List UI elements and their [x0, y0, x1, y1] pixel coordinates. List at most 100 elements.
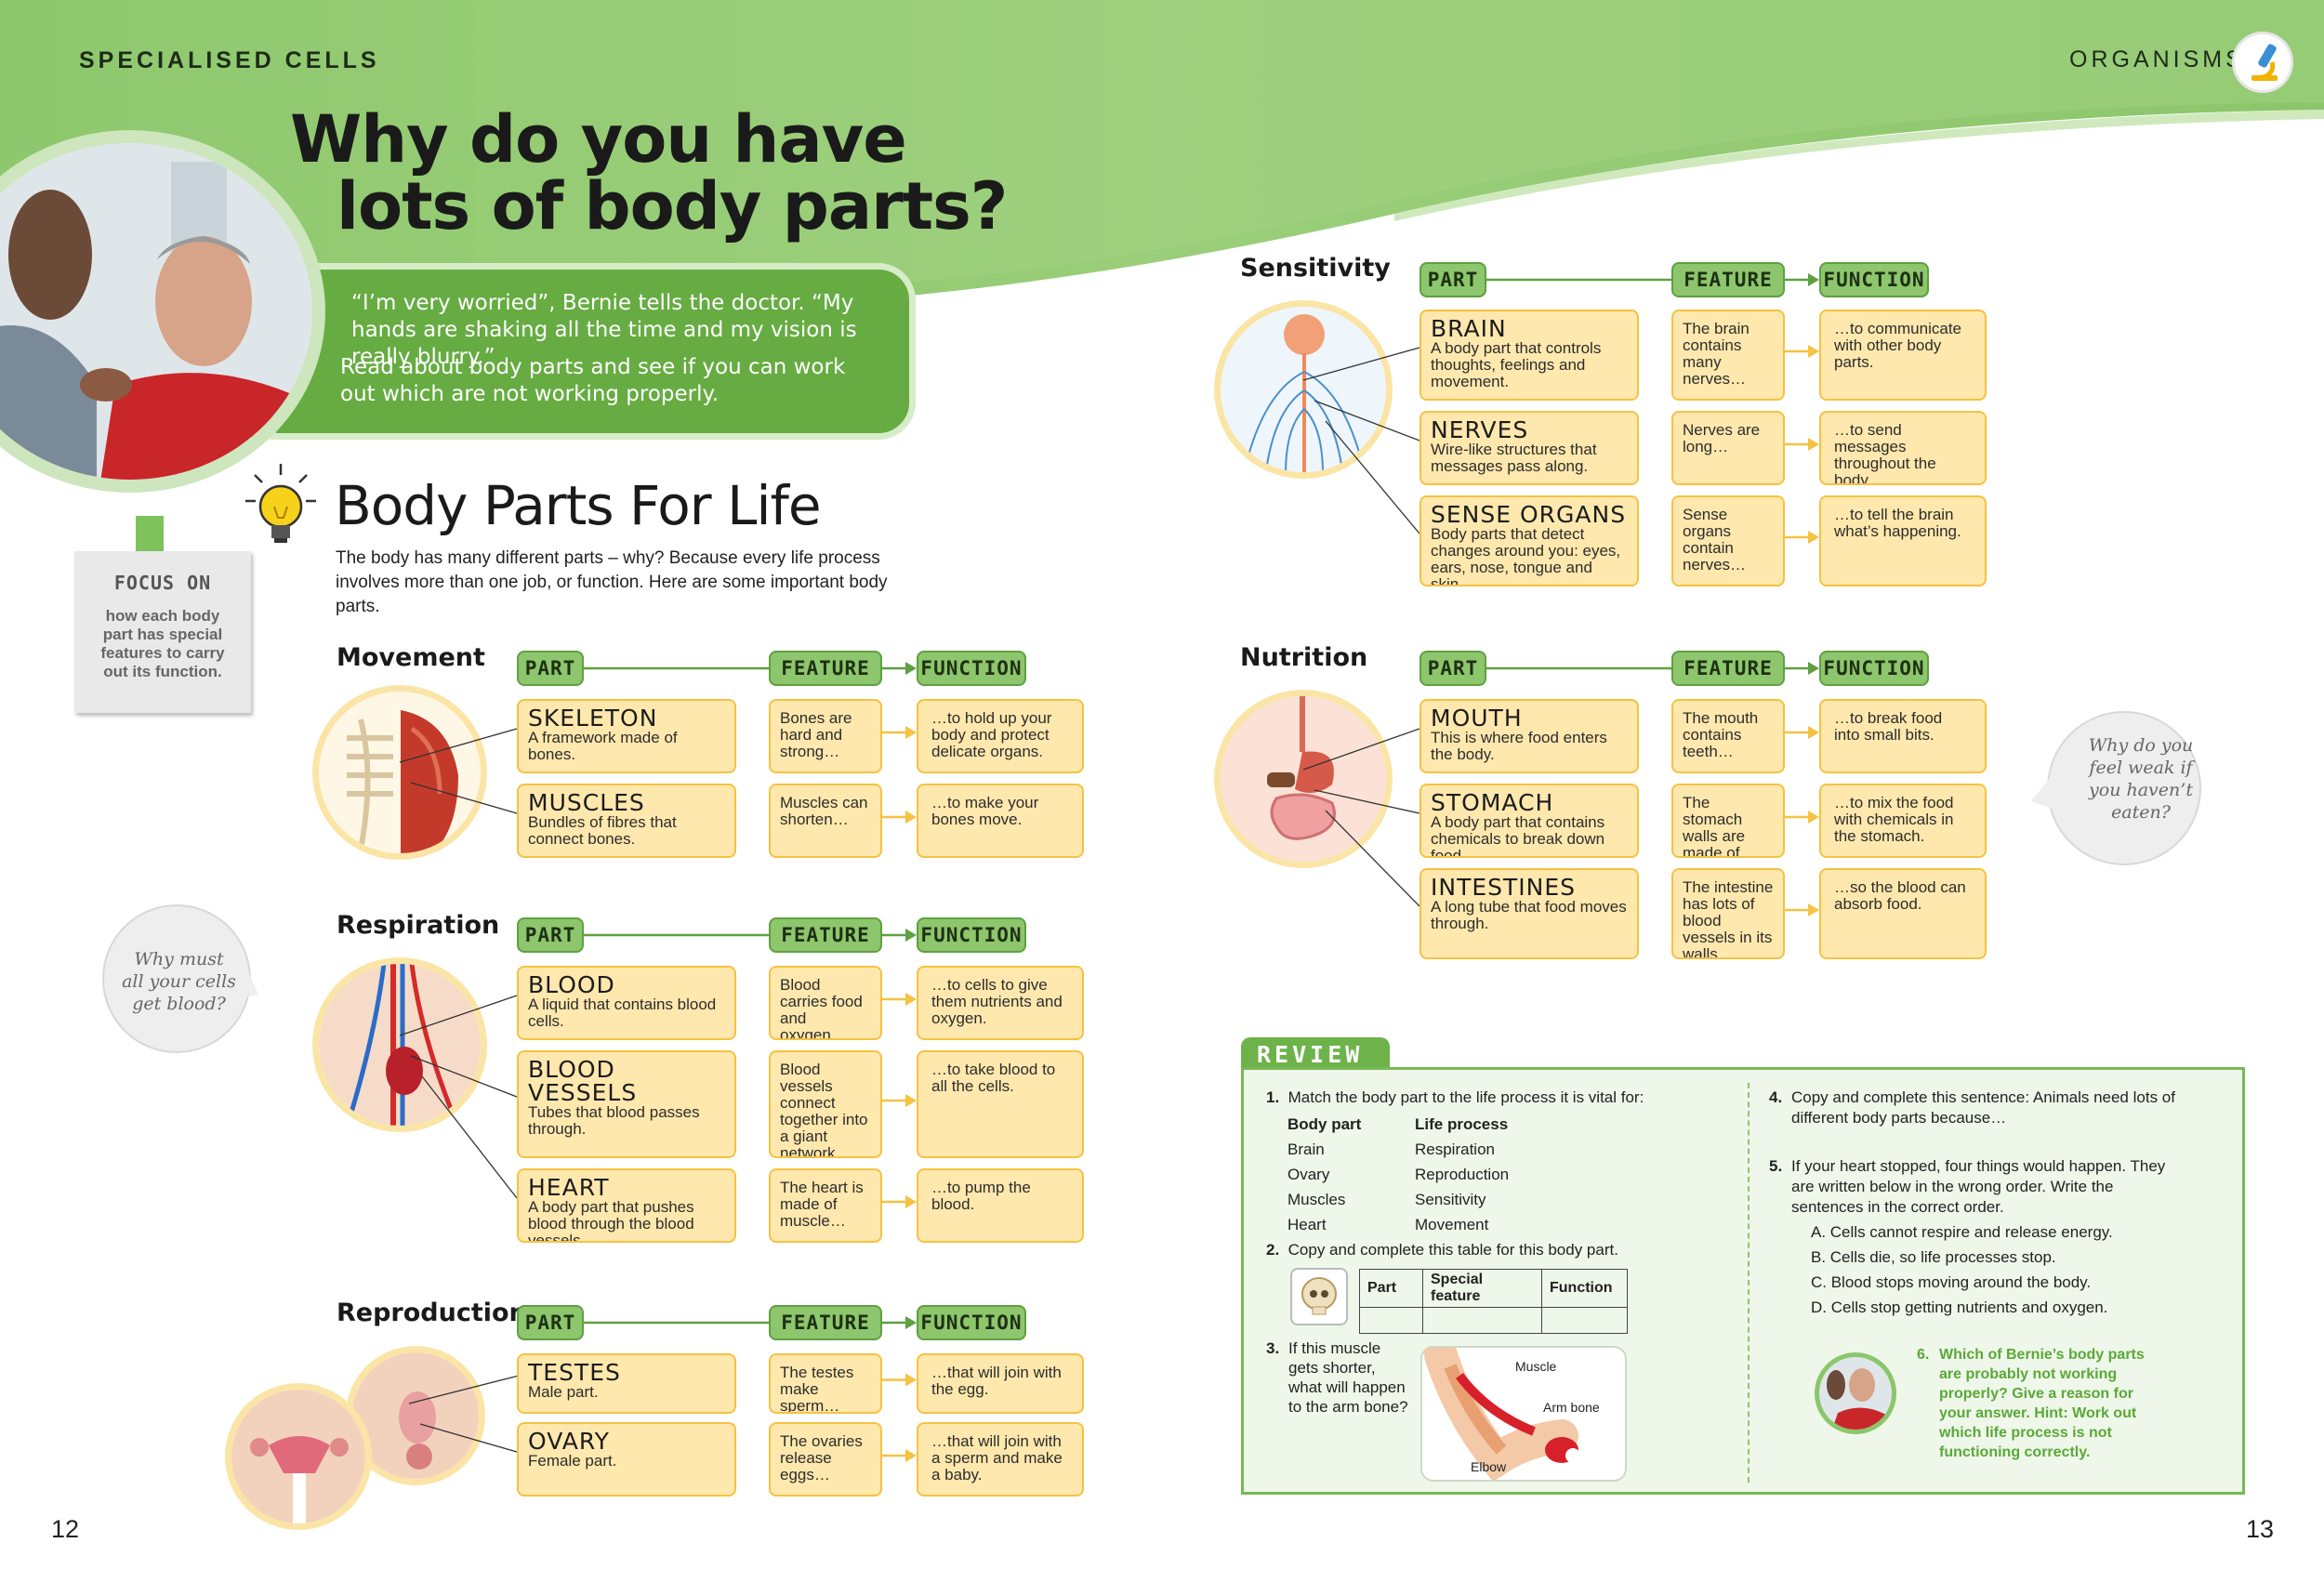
sensitivity-function-label: FUNCTION — [1819, 262, 1929, 297]
movement-function-box: …to hold up your body and protect delica… — [917, 699, 1084, 773]
nervous-system-illustration — [1214, 300, 1393, 479]
reproduction-feature-box: The testes make sperm… — [769, 1353, 882, 1414]
nutrition-part-desc: A long tube that food moves through. — [1431, 898, 1627, 932]
sensitivity-title: Sensitivity — [1240, 254, 1391, 283]
arm-diagram: Muscle Arm bone Elbow — [1420, 1338, 1627, 1483]
speech-bubble-right — [2031, 711, 2201, 865]
respiration-function-label: FUNCTION — [917, 917, 1026, 953]
nutrition-function-box: …to mix the food with chemicals in the s… — [1819, 784, 1987, 858]
nutrition-part-desc: A body part that contains chemicals to b… — [1431, 813, 1605, 858]
q2-answer-cell[interactable] — [1422, 1307, 1542, 1334]
circulatory-illustration — [312, 957, 487, 1132]
q1-num: 1. — [1266, 1088, 1280, 1106]
movement-feature-box: Muscles can shorten… — [769, 784, 882, 858]
skull-icon — [1290, 1268, 1348, 1325]
q2-text: Copy and complete this table for this bo… — [1287, 1241, 1618, 1259]
q1-process: Movement — [1415, 1216, 1489, 1233]
movement-part-desc: A framework made of bones. — [528, 729, 678, 763]
bubble-left-text: Why must all your cells get blood? — [122, 949, 236, 1014]
reproduction-feature-box: The ovaries release eggs… — [769, 1422, 882, 1496]
q1-body-parts: Body part Brain Ovary Muscles Heart — [1287, 1112, 1361, 1237]
review-q1: 1. Match the body part to the life proce… — [1266, 1088, 1731, 1108]
respiration-title: Respiration — [337, 911, 500, 940]
q2-header: Special feature — [1422, 1269, 1542, 1308]
nutrition-feature-box: The stomach walls are made of muscle… — [1671, 784, 1785, 858]
title-line-2: lots of body parts? — [337, 168, 1008, 244]
respiration-part-name: HEART — [528, 1174, 610, 1201]
arm-label-elbow: Elbow — [1471, 1459, 1507, 1474]
q2-answer-cell[interactable] — [1359, 1307, 1423, 1334]
q2-header: Part — [1359, 1269, 1423, 1308]
title-line-1: Why do you have — [290, 101, 907, 178]
intro-quote: “I’m very worried”, Bernie tells the doc… — [351, 291, 857, 369]
reproduction-function-box: …that will join with a sperm and make a … — [917, 1422, 1084, 1496]
q4-text: Copy and complete this sentence: Animals… — [1791, 1088, 2175, 1127]
movement-title: Movement — [337, 643, 485, 672]
nutrition-feature-box: The intestine has lots of blood vessels … — [1671, 868, 1785, 959]
review-tab — [1241, 1037, 1390, 1071]
q1-part: Ovary — [1287, 1166, 1330, 1183]
respiration-function-box: …to take blood to all the cells. — [917, 1050, 1084, 1158]
review-q4: 4. Copy and complete this sentence: Anim… — [1769, 1088, 2225, 1128]
q5-item: D. Cells stop getting nutrients and oxyg… — [1811, 1299, 2108, 1316]
skeleton-muscle-illustration — [312, 685, 487, 860]
respiration-function-box: …to pump the blood. — [917, 1168, 1084, 1243]
q6-num: 6. — [1917, 1347, 1930, 1363]
movement-part-name: MUSCLES — [528, 789, 645, 816]
review-q5: 5. If your heart stopped, four things wo… — [1769, 1156, 2187, 1218]
q2-answer-cell[interactable] — [1541, 1307, 1628, 1334]
respiration-part-desc: A liquid that contains blood cells. — [528, 995, 717, 1030]
reproduction-part-desc: Female part. — [528, 1452, 617, 1470]
page-title: Why do you have lots of body parts? — [290, 101, 1008, 244]
movement-part-desc: Bundles of fibres that connect bones. — [528, 813, 677, 848]
q5-num: 5. — [1769, 1157, 1783, 1175]
bernie-avatar — [1815, 1352, 1896, 1434]
respiration-feature-box: Blood carries food and oxygen… — [769, 966, 882, 1040]
q1-life-processes: Life process Respiration Reproduction Se… — [1415, 1112, 1509, 1237]
arm-label-muscle: Muscle — [1515, 1359, 1557, 1374]
nutrition-function-label: FUNCTION — [1819, 651, 1929, 686]
sensitivity-function-box: …to communicate with other body parts. — [1819, 310, 1987, 401]
topic-header: ORGANISMS — [2069, 46, 2245, 73]
q1-process: Sensitivity — [1415, 1191, 1486, 1208]
q1-text: Match the body part to the life process … — [1287, 1088, 1644, 1106]
reproduction-title: Reproduction — [337, 1299, 527, 1327]
sensitivity-part-name: BRAIN — [1431, 315, 1507, 342]
arm-label-arm-bone: Arm bone — [1543, 1400, 1600, 1415]
reproduction-part-label: PART — [517, 1305, 584, 1340]
respiration-feature-box: The heart is made of muscle… — [769, 1168, 882, 1243]
q2-header: Function — [1541, 1269, 1628, 1308]
nutrition-part-name: MOUTH — [1431, 705, 1523, 732]
q6-text: Which of Bernie’s body parts are probabl… — [1939, 1347, 2145, 1460]
reproduction-function-label: FUNCTION — [917, 1305, 1026, 1340]
respiration-part-desc: A body part that pushes blood through th… — [528, 1198, 694, 1243]
reproduction-feature-label: FEATURE — [769, 1305, 882, 1340]
q5-item: B. Cells die, so life processes stop. — [1811, 1248, 2056, 1266]
respiration-part-label: PART — [517, 917, 584, 953]
reproduction-part-desc: Male part. — [528, 1383, 599, 1401]
nutrition-part-name: INTESTINES — [1431, 874, 1577, 901]
q5-items: A. Cells cannot respire and release ener… — [1811, 1220, 2113, 1320]
movement-feature-label: FEATURE — [769, 651, 882, 686]
sensitivity-part-desc: Body parts that detect changes around yo… — [1431, 525, 1621, 587]
movement-function-label: FUNCTION — [917, 651, 1026, 686]
respiration-part-name: BLOOD — [528, 971, 615, 998]
sensitivity-function-box: …to send messages throughout the body. — [1819, 411, 1987, 485]
page-number-left: 12 — [51, 1515, 80, 1543]
reproduction-part-name: OVARY — [528, 1428, 610, 1455]
review-q3: 3. If this muscle gets shorter, what wil… — [1266, 1338, 1410, 1417]
q5-text: If your heart stopped, four things would… — [1791, 1157, 2166, 1216]
sensitivity-part-name: NERVES — [1431, 416, 1529, 443]
movement-feature-box: Bones are hard and strong… — [769, 699, 882, 773]
q3-text: If this muscle gets shorter, what will h… — [1288, 1339, 1408, 1416]
